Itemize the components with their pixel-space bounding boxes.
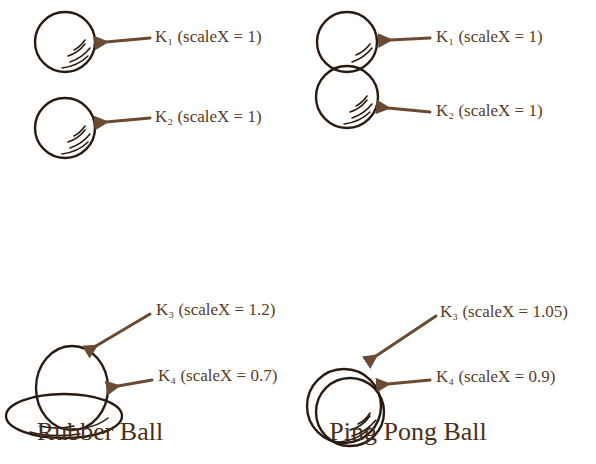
keyframe-label: K₁ (scaleX = 1) (436, 27, 543, 47)
leader-arrows (96, 38, 436, 386)
ball-shading (62, 40, 90, 68)
leader-arrow (388, 108, 430, 112)
leader-arrow (390, 38, 430, 40)
keyframe-label: K₂ (scaleX = 1) (436, 101, 543, 121)
ball-shading (344, 96, 372, 124)
ball (35, 12, 95, 72)
leader-arrow (96, 314, 150, 346)
leader-arrow (106, 118, 150, 122)
leader-arrow (388, 380, 430, 384)
keyframe-label: K₃ (scaleX = 1.05) (440, 302, 568, 322)
ball (317, 12, 377, 72)
keyframe-label: K₂ (scaleX = 1) (155, 107, 262, 127)
caption-label: Ping Pong Ball (329, 416, 486, 447)
keyframe-label: K₁ (scaleX = 1) (155, 27, 262, 47)
keyframe-label: K₃ (scaleX = 1.2) (156, 300, 275, 320)
caption-label: Rubber Ball (37, 416, 163, 447)
ball (316, 66, 378, 128)
leader-arrow (376, 316, 436, 356)
leader-arrow (106, 38, 150, 42)
ball-shading (352, 44, 372, 62)
ball-drawings (6, 12, 384, 446)
keyframe-label: K₄ (scaleX = 0.7) (158, 366, 277, 386)
keyframe-label: K₄ (scaleX = 0.9) (436, 367, 555, 387)
ball-shading (62, 126, 90, 154)
leader-arrow (118, 380, 152, 386)
ball (35, 98, 95, 158)
